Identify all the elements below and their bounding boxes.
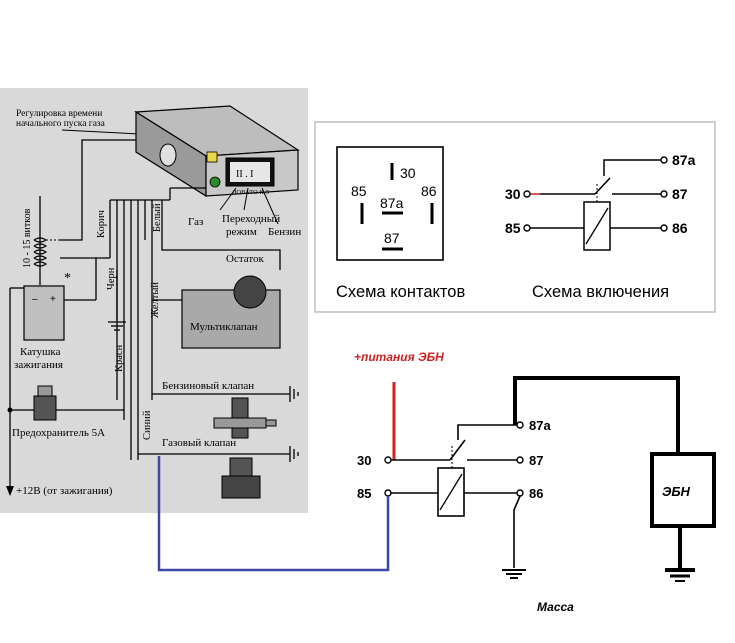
ground-icon-ebn [665, 568, 695, 582]
ebn-pin-87a: 87a [529, 418, 551, 433]
yellow-led-icon [206, 151, 218, 163]
ebn-power-label: +питания ЭБН [354, 350, 444, 364]
ebn-pin-30: 30 [357, 453, 371, 468]
wire-white-label: Белый [152, 203, 163, 232]
petrol-valve [213, 397, 277, 439]
fuse-icon [33, 385, 57, 421]
relay-switch-scheme [523, 156, 668, 251]
wire-brown-label: Корич [96, 209, 107, 238]
multivalve [181, 275, 281, 349]
ground-icon-gas [289, 446, 299, 462]
green-led-icon [209, 176, 221, 188]
contact-scheme-title: Схема контактов [336, 283, 465, 301]
contact-pin-86: 86 [421, 183, 437, 199]
ebn-pin-86: 86 [529, 486, 543, 501]
switch-pin-30: 30 [505, 186, 521, 202]
transition-label-2: режим [226, 226, 257, 238]
contact-pin-87a: 87a [380, 195, 404, 211]
relay-pin-box [336, 146, 444, 261]
contact-pin-30: 30 [400, 165, 416, 181]
turns-label: 10 - 15 витков [22, 208, 33, 268]
white-wire [161, 240, 281, 270]
pointer-transition [243, 187, 249, 211]
ebn-label: ЭБН [662, 484, 691, 499]
pointer-petrol [261, 187, 279, 225]
ignition-coil: – + [23, 285, 65, 341]
transition-label-1: Переходный [222, 213, 280, 225]
ground-label: Масса [537, 600, 574, 614]
gas-control-box: II . I ЛОВАТО К-5 [134, 105, 300, 198]
switch-marks: II . I [236, 169, 254, 180]
switch-model: ЛОВАТО К-5 [232, 189, 269, 196]
asterisk: * [64, 271, 71, 286]
petrol-label: Бензин [268, 226, 301, 238]
wire-red-label: Красн [114, 344, 125, 372]
arrow-down-icon [6, 486, 14, 496]
ebn-relay [384, 421, 524, 517]
ebn-block [650, 452, 716, 528]
time-adjust-label-1: Регулировка времени [16, 109, 102, 119]
ground-icon-relay [502, 569, 526, 579]
relay-ground-wire [513, 495, 521, 568]
ground-icon-petrol [289, 386, 299, 402]
mode-switch-face [230, 162, 270, 182]
ground-icon [108, 321, 126, 331]
coil-label-1: Катушка [20, 346, 61, 358]
remainder-label: Остаток [226, 253, 265, 265]
gas-label: Газ [188, 216, 203, 228]
switch-pin-87a: 87a [672, 152, 696, 168]
pointer-gas [219, 187, 237, 211]
gas-valve-label: Газовый клапан [162, 437, 236, 449]
ebn-pin-87: 87 [529, 453, 543, 468]
switch-pin-85: 85 [505, 220, 521, 236]
switch-scheme-title: Схема включения [532, 283, 669, 301]
wire-blue-label: Синий [142, 410, 153, 440]
ebn-feed-wire [513, 376, 680, 454]
ebn-pin-85: 85 [357, 486, 371, 501]
switch-pin-87: 87 [672, 186, 688, 202]
svg-text:+: + [50, 294, 56, 305]
gas-valve [221, 457, 261, 499]
switch-pin-86: 86 [672, 220, 688, 236]
fuse-label: Предохранитель 5А [12, 427, 105, 439]
wire-black-label: Черн [106, 267, 117, 290]
contact-pin-85: 85 [351, 183, 367, 199]
multivalve-label: Мультиклапан [190, 321, 258, 333]
power-label: +12В (от зажигания) [16, 485, 113, 497]
svg-text:–: – [32, 294, 38, 305]
time-adjust-knob [159, 143, 177, 167]
contact-pin-87: 87 [384, 230, 400, 246]
petrol-valve-label: Бензиновый клапан [162, 380, 254, 392]
time-adjust-label-2: начального пуска газа [16, 119, 106, 129]
blue-control-wire [157, 456, 390, 572]
coil-label-2: зажигания [14, 359, 63, 371]
